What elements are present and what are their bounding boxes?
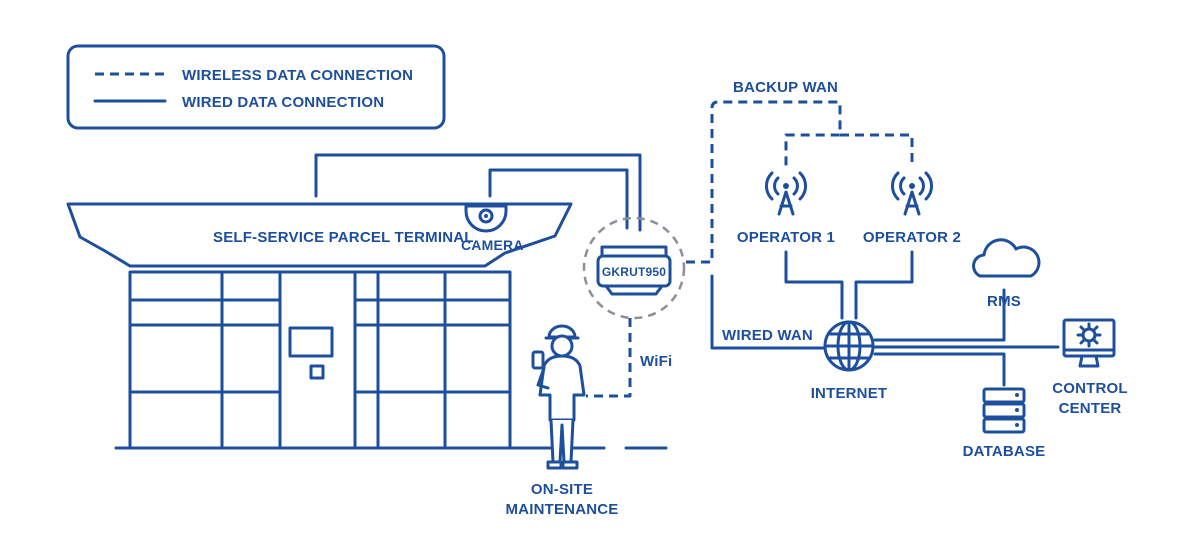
camera-icon: [464, 204, 508, 233]
legend-wired-label: WIRED DATA CONNECTION: [182, 94, 384, 111]
backup-wan-link-op2: [840, 133, 914, 168]
rms-link: [873, 288, 1006, 342]
backup-wan-label: BACKUP WAN: [733, 79, 838, 96]
parcel-terminal: SELF-SERVICE PARCEL TERMINAL CAMERA: [66, 202, 573, 450]
database-server-icon: [982, 387, 1026, 434]
legend: WIRELESS DATA CONNECTION WIRED DATA CONN…: [66, 44, 446, 130]
maintenance-label-line2: MAINTENANCE: [505, 501, 618, 518]
database-link: [873, 352, 1006, 387]
locker-keypad: [309, 364, 325, 380]
locker-screen: [288, 326, 334, 358]
legend-box: [66, 44, 446, 130]
tower-icon: [891, 171, 933, 216]
wifi-link: [586, 318, 632, 398]
operator-2-link: [854, 250, 914, 320]
wifi-label: WiFi: [640, 353, 672, 370]
locker-body: [128, 270, 512, 450]
terminal-canopy: [66, 202, 573, 268]
maintenance-worker-icon: [531, 324, 586, 470]
router-icon: [596, 245, 672, 296]
cloud-icon: [972, 238, 1041, 278]
terminal-title: SELF-SERVICE PARCEL TERMINAL: [213, 229, 474, 246]
globe-icon: [823, 320, 875, 372]
maintenance-label-line1: ON-SITE: [531, 481, 593, 498]
camera-label: CAMERA: [461, 237, 524, 253]
wired-link-terminal-router: [314, 153, 642, 232]
internet-label: INTERNET: [811, 385, 888, 402]
router-range-circle: [582, 216, 686, 320]
operator-1-link: [784, 250, 844, 320]
database-label: DATABASE: [963, 443, 1046, 460]
rms-label: RMS: [987, 293, 1021, 310]
control-center-label-line2: CENTER: [1059, 400, 1122, 417]
control-center-label-line1: CONTROL: [1052, 380, 1128, 397]
backup-wan-link: [686, 100, 842, 264]
tower-icon: [765, 171, 807, 216]
legend-wireless-label: WIRELESS DATA CONNECTION: [182, 67, 413, 84]
wired-wan-link: [710, 274, 826, 350]
operator-1-label: OPERATOR 1: [737, 229, 835, 246]
wired-link-camera-router: [488, 168, 629, 230]
locker-dividers: [128, 270, 512, 450]
operator-2-label: OPERATOR 2: [863, 229, 961, 246]
monitor-gear-icon: [1062, 318, 1116, 368]
wired-wan-label: WIRED WAN: [722, 327, 813, 344]
router-model: GKRUT950: [602, 265, 666, 279]
